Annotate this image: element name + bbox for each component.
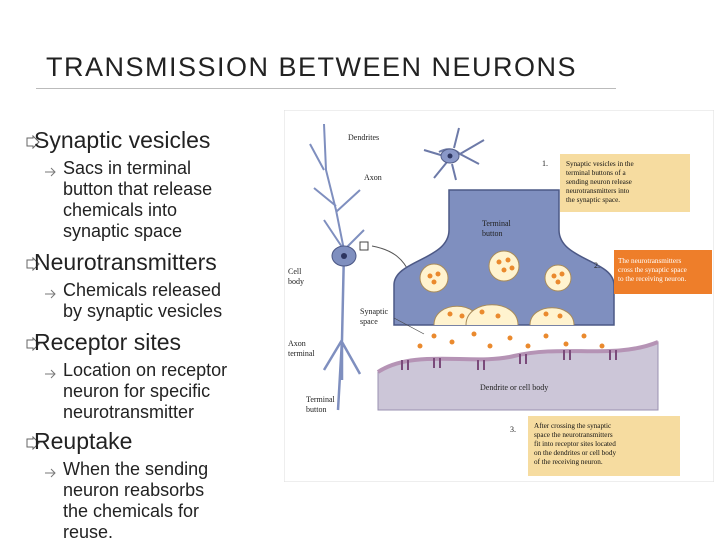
label-dendrite-cell-body: Dendrite or cell body	[480, 383, 548, 392]
callout-2-line: to the receiving neuron.	[618, 275, 686, 283]
callout-3-line: of the receiving neuron.	[534, 458, 603, 466]
step-number-1: 1.	[542, 159, 548, 168]
bullet-label: Receptor sites	[34, 329, 182, 355]
bullet-label: Neurotransmitters	[34, 249, 217, 275]
bullet-label: Reuptake	[34, 428, 133, 454]
sub-bullet-line: chemicals into	[63, 200, 178, 220]
step-number-3: 3.	[510, 425, 516, 434]
bullet-arrow-icon	[26, 336, 40, 356]
label-axon-terminal-2: terminal	[288, 349, 315, 358]
callout-1-line: the synaptic space.	[566, 196, 620, 204]
sub-bullet-line: synaptic space	[63, 221, 183, 241]
label-cell-body-2: body	[288, 277, 304, 286]
synapse-diagram: Dendrites Axon Cell body Axon terminal T…	[284, 110, 714, 482]
sub-bullet-line: button that release	[63, 179, 213, 199]
sub-bullet-line: neuron for specific	[63, 381, 211, 401]
sub-bullet-line: neurotransmitter	[63, 402, 195, 422]
callout-3-line: on the dendrites or cell body	[534, 449, 616, 457]
callout-step-1	[560, 154, 690, 212]
callout-1-line: Synaptic vesicles in the	[566, 160, 634, 168]
label-dendrites: Dendrites	[348, 133, 379, 142]
label-terminal-button-2: button	[482, 229, 502, 238]
sub-bullet-line: Sacs in terminal	[63, 158, 192, 178]
sending-neuron	[309, 123, 369, 411]
sub-bullet-line: When the sending	[63, 459, 209, 479]
bullet-arrow-icon	[26, 435, 40, 455]
bullet-arrow-icon	[26, 256, 40, 276]
callout-1-line: terminal buttons of a	[566, 169, 626, 177]
title-underline	[36, 88, 616, 89]
label-terminal-button-left-2: button	[306, 405, 326, 414]
callout-2-line: cross the synaptic space	[618, 266, 687, 274]
sub-bullet-line: Location on receptor	[63, 360, 228, 380]
step-number-2: 2.	[594, 261, 600, 270]
zoom-marker	[359, 241, 369, 251]
sub-bullet-line: reuse.	[63, 522, 114, 542]
releasing-vesicles	[433, 304, 575, 326]
sub-bullet-icon	[44, 164, 56, 182]
label-synaptic-space-2: space	[360, 317, 378, 326]
label-axon: Axon	[364, 173, 382, 182]
label-terminal-button-left-1: Terminal	[306, 395, 336, 404]
synaptic-vesicles	[419, 250, 572, 293]
callout-3-line: fit into receptor sites located	[534, 440, 616, 448]
sub-bullet-icon	[44, 286, 56, 304]
label-axon-terminal-1: Axon	[288, 339, 306, 348]
label-terminal-button-1: Terminal	[482, 219, 512, 228]
bullet-arrow-icon	[26, 134, 40, 154]
sub-bullet-line: Chemicals released	[63, 280, 222, 300]
neurotransmitters	[417, 331, 605, 349]
callout-step-3	[528, 416, 680, 476]
callout-1-line: neurotransmitters into	[566, 187, 630, 195]
callout-step-2	[614, 250, 712, 294]
sub-bullet-icon	[44, 366, 56, 384]
sub-bullet-line: neuron reabsorbs	[63, 480, 205, 500]
callout-1-line: sending neuron release	[566, 178, 632, 186]
callout-3-line: space the neurotransmitters	[534, 431, 613, 439]
sub-bullet-icon	[44, 465, 56, 483]
sub-bullet-line: the chemicals for	[63, 501, 200, 521]
label-synaptic-space-1: Synaptic	[360, 307, 388, 316]
sub-bullet-line: by synaptic vesicles	[63, 301, 223, 321]
bullet-label: Synaptic vesicles	[34, 127, 211, 153]
receptor-sites	[401, 350, 617, 370]
slide-title: TRANSMISSION BETWEEN NEURONS	[46, 52, 578, 82]
label-cell-body-1: Cell	[288, 267, 302, 276]
callout-2-line: The neurotransmitters	[618, 257, 681, 265]
receiving-neuron	[423, 127, 485, 181]
callout-3-line: After crossing the synaptic	[534, 422, 611, 430]
